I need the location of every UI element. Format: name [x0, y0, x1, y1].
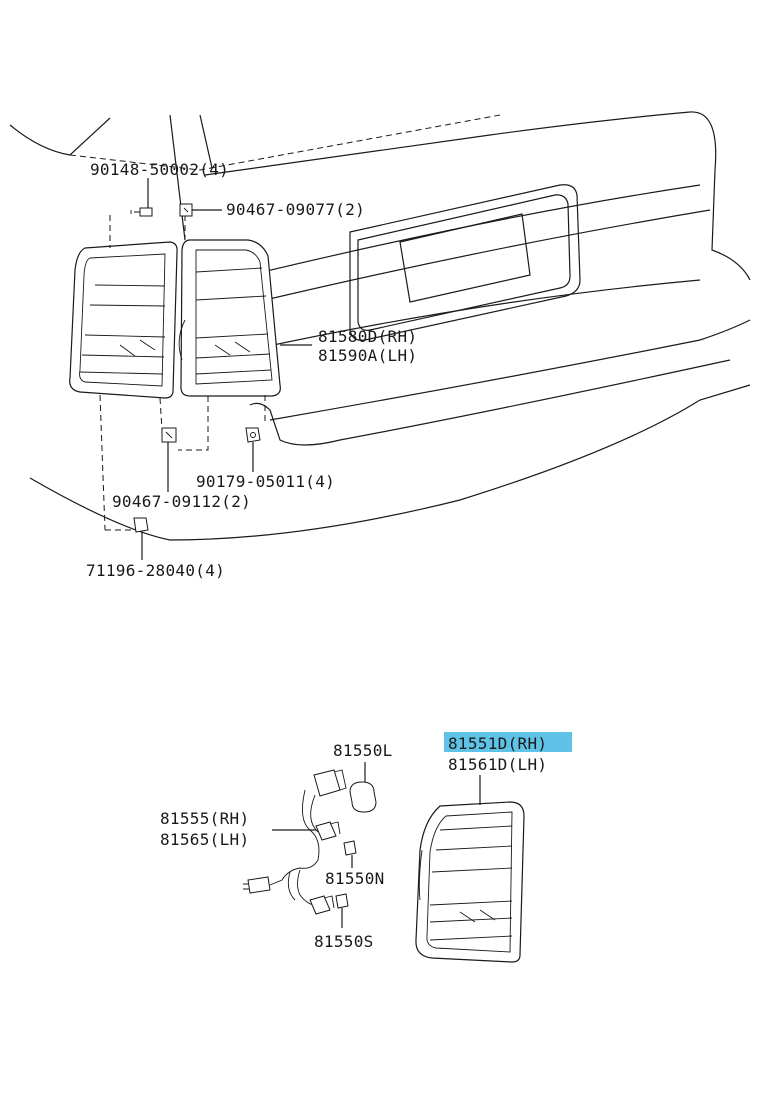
tail-lamp-left-assembly	[69, 241, 178, 399]
socket-mid-icon	[315, 821, 341, 841]
callouts-lower: 81550L 81551D(RH) 81561D(LH) 81555(RH) 8…	[160, 734, 547, 951]
callout-nut[interactable]: 90179-05011(4)	[196, 472, 335, 491]
callout-socket-rh[interactable]: 81555(RH)	[160, 809, 249, 828]
callout-lamp-lh[interactable]: 81590A(LH)	[318, 346, 417, 365]
callout-cushion[interactable]: 71196-28040(4)	[86, 561, 225, 580]
clip-icon	[161, 427, 177, 443]
nut-icon	[245, 427, 261, 443]
socket-top-icon	[313, 769, 347, 797]
nut-top-icon	[179, 203, 193, 217]
callout-bolt[interactable]: 90148-50002(4)	[90, 160, 229, 179]
callout-clip[interactable]: 90467-09112(2)	[112, 492, 251, 511]
bulbs	[335, 781, 377, 909]
callout-socket-lh[interactable]: 81565(LH)	[160, 830, 249, 849]
lens-assembly	[415, 801, 525, 963]
callout-lamp-rh[interactable]: 81580D(RH)	[318, 327, 417, 346]
bolt-icon	[130, 207, 153, 217]
hardware	[130, 203, 261, 533]
bulb-n-icon	[343, 840, 357, 856]
callout-nut-top[interactable]: 90467-09077(2)	[226, 200, 365, 219]
callouts-upper: 90148-50002(4) 90467-09077(2) 81580D(RH)…	[86, 160, 417, 580]
callout-bulb-n[interactable]: 81550N	[325, 869, 385, 888]
callout-bulb-s[interactable]: 81550S	[314, 932, 374, 951]
cushion-icon	[133, 517, 149, 533]
socket-low-icon	[309, 895, 335, 915]
callout-lens-rh[interactable]: 81551D(RH)	[448, 734, 547, 753]
install-guide-lines	[99, 215, 266, 531]
leader-lines-lower	[272, 762, 481, 928]
callout-lens-lh[interactable]: 81561D(LH)	[448, 755, 547, 774]
bulb-s-icon	[335, 893, 349, 909]
tail-lamp-right-assembly	[178, 239, 281, 397]
bulb-l-icon	[349, 781, 377, 813]
callout-bulb-l[interactable]: 81550L	[333, 741, 393, 760]
leader-lines-upper	[141, 178, 312, 560]
highlight-box	[444, 732, 572, 752]
socket-and-wire-harness	[243, 769, 347, 915]
